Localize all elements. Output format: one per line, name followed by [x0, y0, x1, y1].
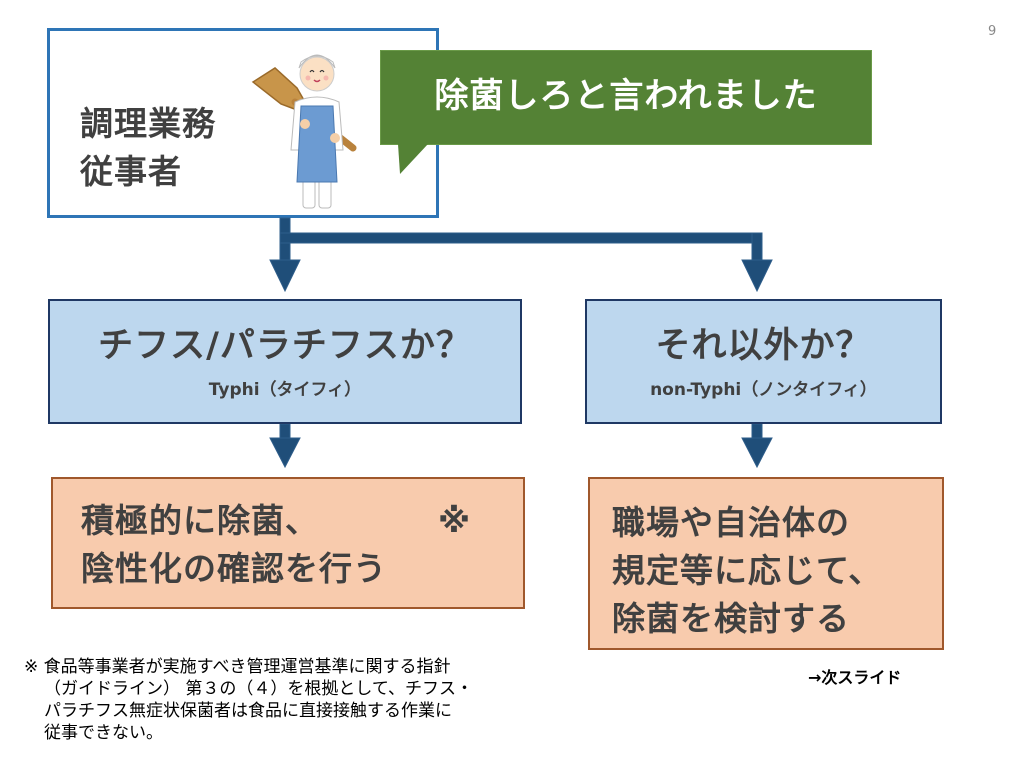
action-box-non-typhi: 職場や自治体の 規定等に応じて、 除菌を検討する	[588, 477, 944, 650]
action-text: 職場や自治体の 規定等に応じて、 除菌を検討する	[612, 499, 882, 643]
question-box-non-typhi: それ以外か？ non-Typhi（ノンタイフィ）	[585, 299, 942, 424]
reference-mark: ※	[438, 501, 471, 540]
arrow-down-right-icon	[741, 259, 773, 293]
question-box-typhi: チフス/パラチフスか？ Typhi（タイフィ）	[48, 299, 522, 424]
speech-bubble-tail	[398, 144, 428, 174]
footnote-line: パラチフス無症状保菌者は食品に直接接触する作業に	[44, 701, 452, 721]
action-line: 職場や自治体の	[612, 503, 850, 542]
next-slide-link[interactable]: →次スライド	[808, 668, 902, 687]
worker-label: 調理業務 従事者	[80, 100, 216, 196]
footnote-line: 従事できない。	[44, 723, 163, 743]
action-line: 除菌を検討する	[612, 599, 850, 638]
page-number: 9	[988, 24, 997, 39]
question-title: チフス/パラチフスか？	[98, 326, 472, 366]
footnote-line: ※ 食品等事業者が実施すべき管理運営基準に関する指針	[24, 657, 451, 677]
footnote-line: （ガイドライン） 第３の（４）を根拠として、チフス・	[44, 679, 474, 699]
question-subtitle: non-Typhi（ノンタイフィ）	[650, 380, 877, 400]
action-text: 積極的に除菌、 陰性化の確認を行う	[81, 497, 387, 593]
action-line: 陰性化の確認を行う	[81, 549, 387, 588]
worker-label-line1: 調理業務	[80, 104, 216, 143]
arrow-down-left-icon	[269, 259, 301, 293]
question-title: それ以外か？	[655, 326, 872, 366]
speech-bubble	[380, 50, 872, 145]
worker-label-line2: 従事者	[80, 152, 182, 191]
connector-horizontal	[279, 232, 763, 244]
speech-bubble-text: 除菌しろと言われました	[434, 76, 818, 116]
arrow-down-lower-left-icon	[269, 437, 301, 469]
footnote: ※ 食品等事業者が実施すべき管理運営基準に関する指針 （ガイドライン） 第３の（…	[24, 656, 564, 744]
question-subtitle: Typhi（タイフィ）	[208, 380, 362, 400]
action-box-typhi: 積極的に除菌、 陰性化の確認を行う ※	[51, 477, 525, 609]
worker-box	[47, 28, 439, 218]
food-worker-illustration	[251, 54, 357, 209]
arrow-down-lower-right-icon	[741, 437, 773, 469]
action-line: 積極的に除菌、	[81, 501, 319, 540]
action-line: 規定等に応じて、	[612, 551, 883, 590]
